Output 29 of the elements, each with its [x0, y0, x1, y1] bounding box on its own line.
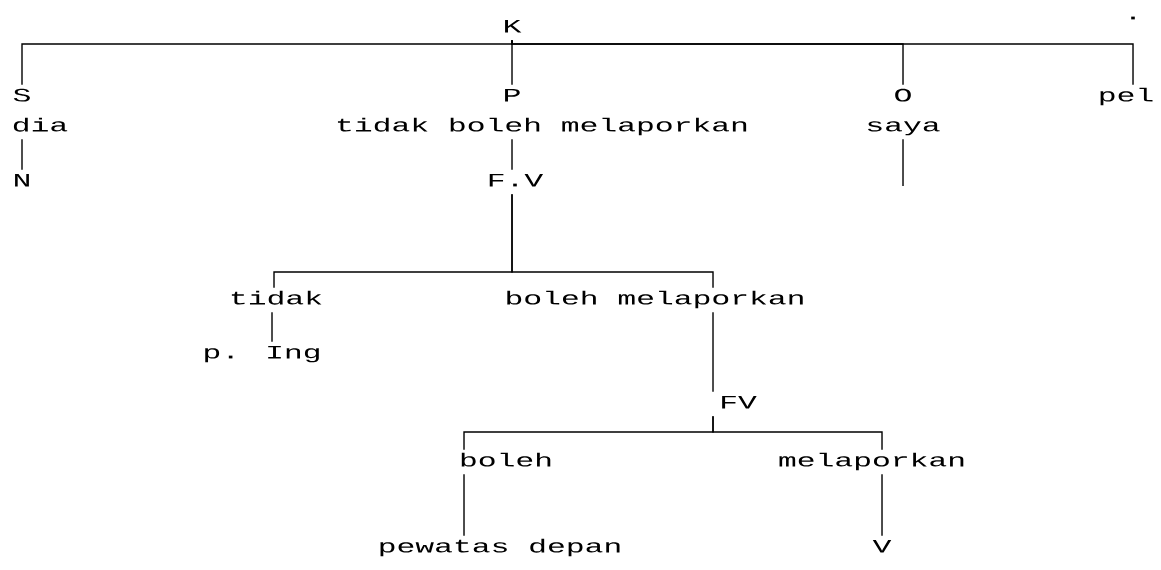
tree-node-label: F.V	[489, 173, 544, 187]
tree-node-label: pewatas depan	[380, 538, 620, 557]
tree-node-label: FV	[722, 395, 757, 409]
tree-node-label: V	[872, 539, 892, 553]
tree-node-label: tidak boleh melaporkan	[337, 117, 747, 136]
tree-branch	[712, 311, 714, 393]
tree-node-label: boleh	[461, 452, 551, 467]
tree-branch	[511, 193, 714, 289]
tree-branch	[463, 473, 465, 537]
tree-node-label: melaporkan	[779, 452, 964, 471]
tree-node-label: p. Ing	[205, 345, 319, 363]
tree-node-label: K	[505, 19, 522, 33]
tree-node-label: pel	[1100, 87, 1153, 106]
tree-branch	[21, 138, 23, 171]
tree-branch	[271, 311, 273, 343]
tree-node-label: dia	[13, 117, 68, 132]
tree-branch	[511, 39, 1134, 86]
tree-node-label: boleh melaporkan	[507, 290, 803, 309]
tree-node-label: N	[15, 173, 29, 187]
tree-branch	[511, 138, 513, 171]
tree-branch	[902, 138, 904, 187]
tree-node-label: S	[13, 88, 30, 102]
tree-node-label: saya	[867, 121, 940, 136]
punctuation-mark: .	[1131, 16, 1135, 20]
tree-node-label: tidak	[231, 290, 322, 305]
tree-branch	[712, 415, 883, 451]
tree-branch	[881, 473, 883, 537]
tree-node-label: O	[895, 88, 911, 102]
tree-node-label: P	[505, 88, 520, 102]
